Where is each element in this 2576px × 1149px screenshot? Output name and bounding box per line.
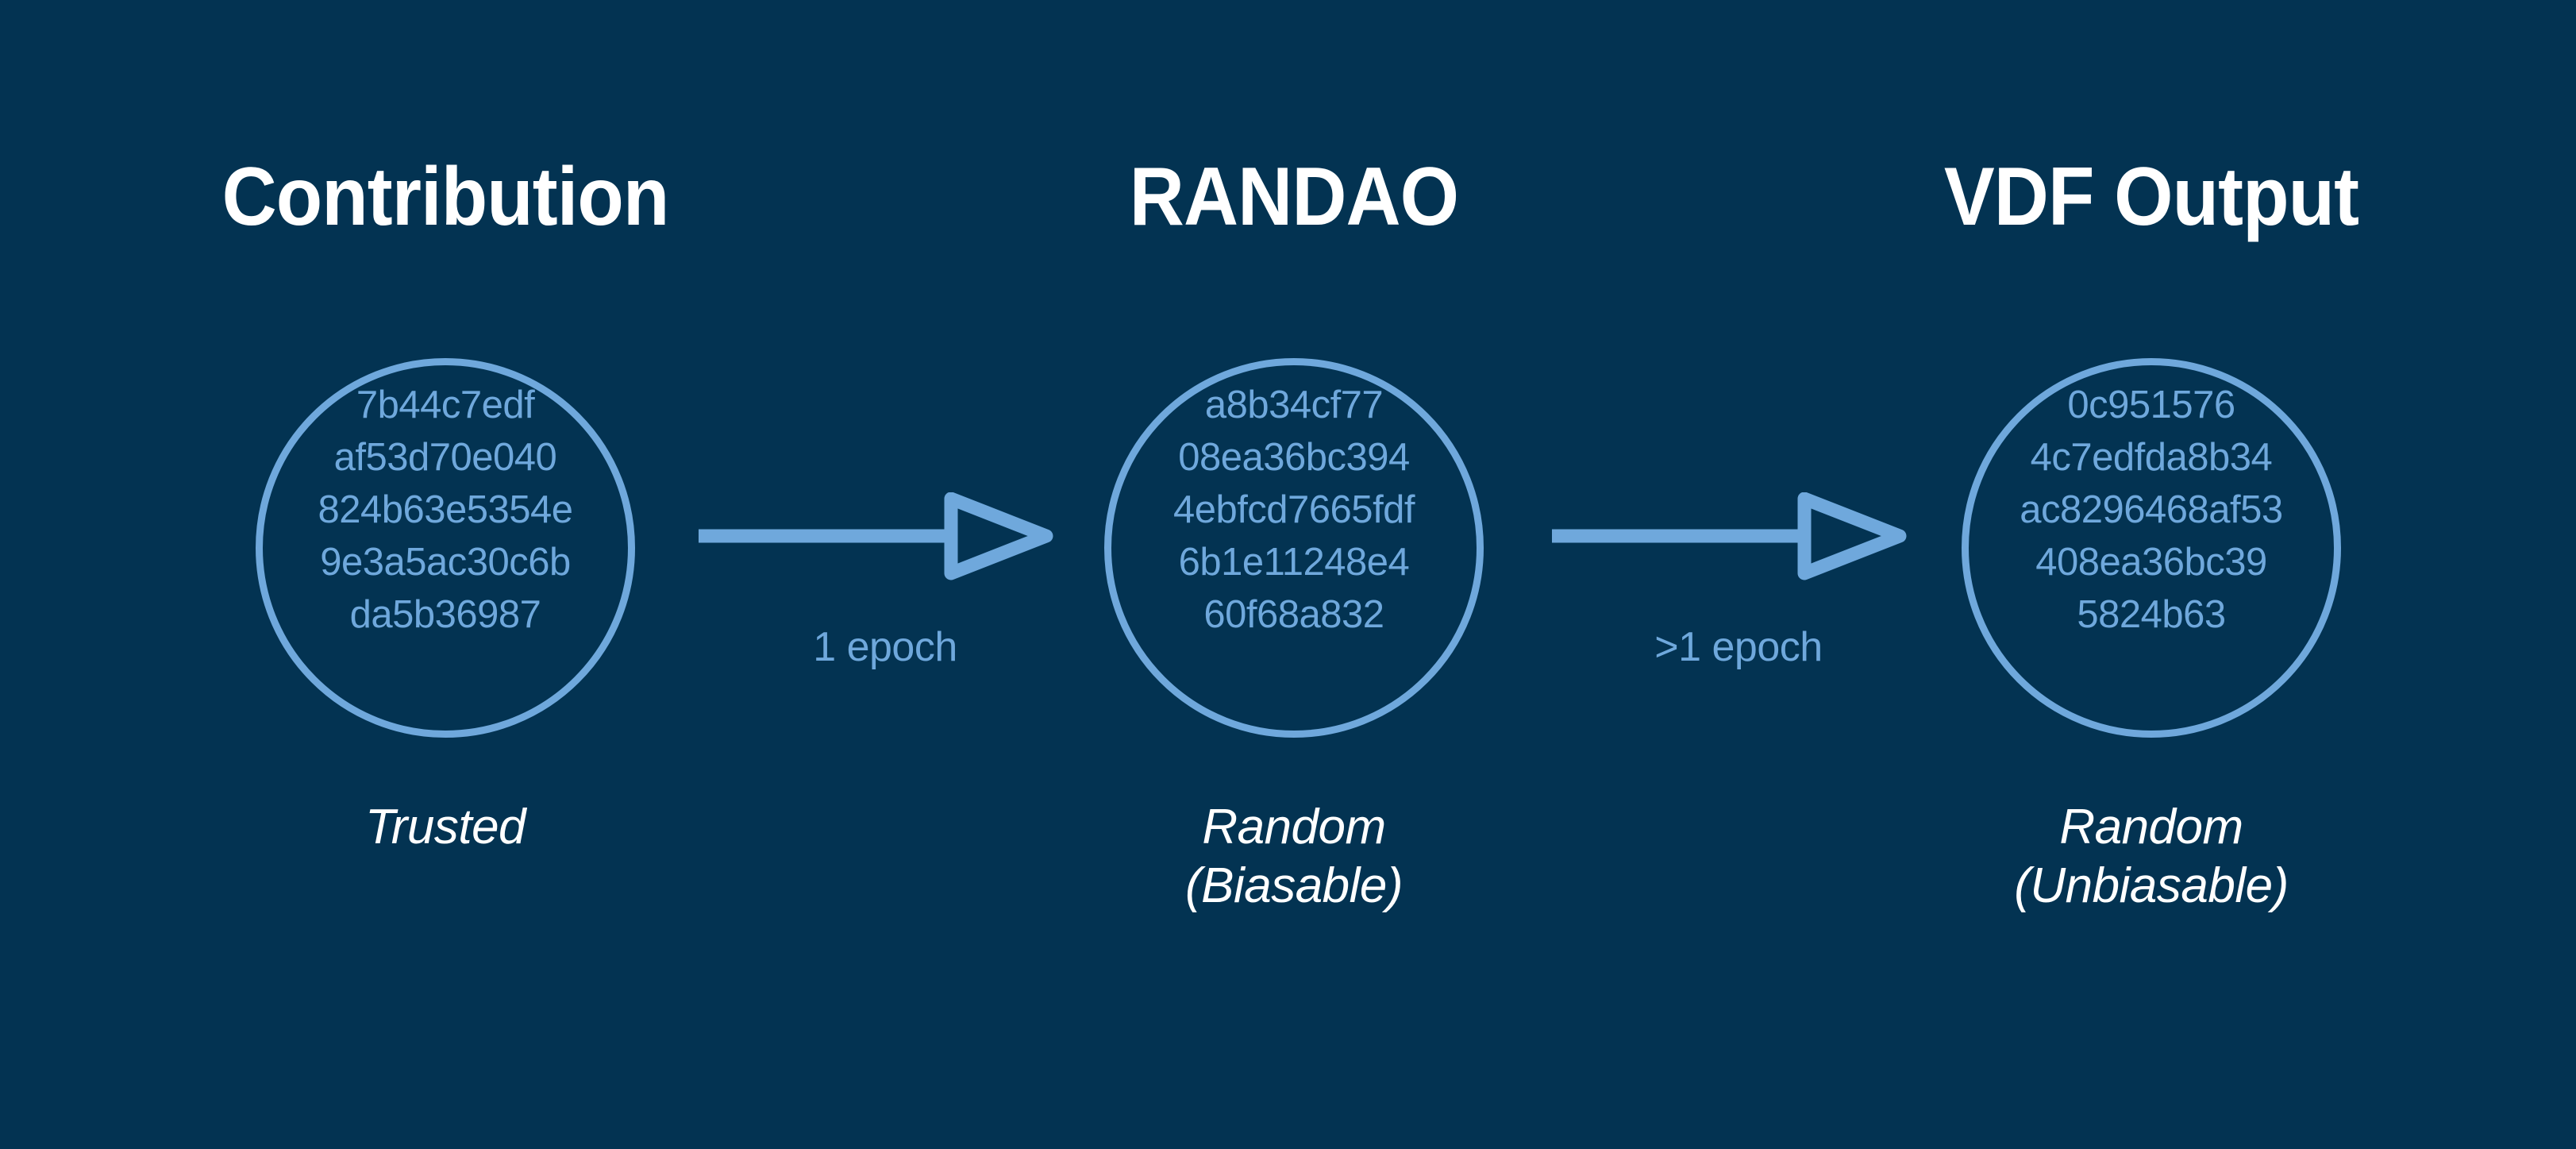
caption-vdf-output: Random (Unbiasable) xyxy=(1754,798,2548,916)
hash-line: 9e3a5ac30c6b xyxy=(320,541,571,584)
arrow-contribution-to-randao: 1 epoch xyxy=(699,492,1072,731)
hash-text-randao: a8b34cf77 08ea36bc394 4ebfcd7665fdf 6b1e… xyxy=(1104,379,1484,641)
hash-line: 408ea36bc39 xyxy=(2035,541,2267,584)
hash-line: ac8296468af53 xyxy=(2020,488,2283,531)
hash-line: 08ea36bc394 xyxy=(1178,436,1410,479)
hash-line: 6b1e11248e4 xyxy=(1178,541,1410,584)
caption-line: Random xyxy=(1202,800,1386,854)
hash-line: af53d70e040 xyxy=(333,436,557,479)
caption-line: Trusted xyxy=(364,800,526,854)
hash-clip: a8b34cf77 08ea36bc394 4ebfcd7665fdf 6b1e… xyxy=(1104,358,1484,738)
hash-line: da5b36987 xyxy=(349,593,541,636)
hash-line: 824b63e5354e xyxy=(318,488,573,531)
hash-circle-contribution: 7b44c7edf af53d70e040 824b63e5354e 9e3a5… xyxy=(256,358,635,738)
hash-line: 5824b63 xyxy=(2077,593,2226,636)
heading-vdf-output: VDF Output xyxy=(1943,151,2359,243)
caption-line: (Unbiasable) xyxy=(2014,858,2289,913)
arrow-right-icon xyxy=(1552,492,1907,580)
hash-line: 60f68a832 xyxy=(1203,593,1384,636)
hash-text-vdf-output: 0c951576 4c7edfda8b34 ac8296468af53 408e… xyxy=(1962,379,2341,641)
caption-randao: Random (Biasable) xyxy=(897,798,1691,916)
hash-line: 4ebfcd7665fdf xyxy=(1172,488,1415,531)
hash-line: 0c951576 xyxy=(2067,384,2235,426)
arrow-label-1-epoch: 1 epoch xyxy=(813,624,957,670)
caption-line: Random xyxy=(2059,800,2243,854)
hash-line: a8b34cf77 xyxy=(1204,384,1384,426)
heading-randao: RANDAO xyxy=(1129,151,1459,243)
caption-line: (Biasable) xyxy=(1184,858,1404,913)
hash-circle-randao: a8b34cf77 08ea36bc394 4ebfcd7665fdf 6b1e… xyxy=(1104,358,1484,738)
arrow-label-gt-1-epoch: >1 epoch xyxy=(1654,624,1823,670)
arrow-randao-to-vdf: >1 epoch xyxy=(1552,492,1925,731)
hash-clip: 7b44c7edf af53d70e040 824b63e5354e 9e3a5… xyxy=(256,358,635,738)
hash-circle-vdf-output: 0c951576 4c7edfda8b34 ac8296468af53 408e… xyxy=(1962,358,2341,738)
heading-contribution: Contribution xyxy=(221,151,670,243)
hash-clip: 0c951576 4c7edfda8b34 ac8296468af53 408e… xyxy=(1962,358,2341,738)
stage-randao: RANDAO a8b34cf77 08ea36bc394 4ebfcd7665f… xyxy=(897,0,1691,1149)
hash-text-contribution: 7b44c7edf af53d70e040 824b63e5354e 9e3a5… xyxy=(256,379,635,641)
hash-line: 4c7edfda8b34 xyxy=(2030,436,2273,479)
hash-line: 7b44c7edf xyxy=(356,384,535,426)
stage-vdf-output: VDF Output 0c951576 4c7edfda8b34 ac82964… xyxy=(1754,0,2548,1149)
arrow-right-icon xyxy=(699,492,1053,580)
caption-contribution: Trusted xyxy=(48,798,842,857)
